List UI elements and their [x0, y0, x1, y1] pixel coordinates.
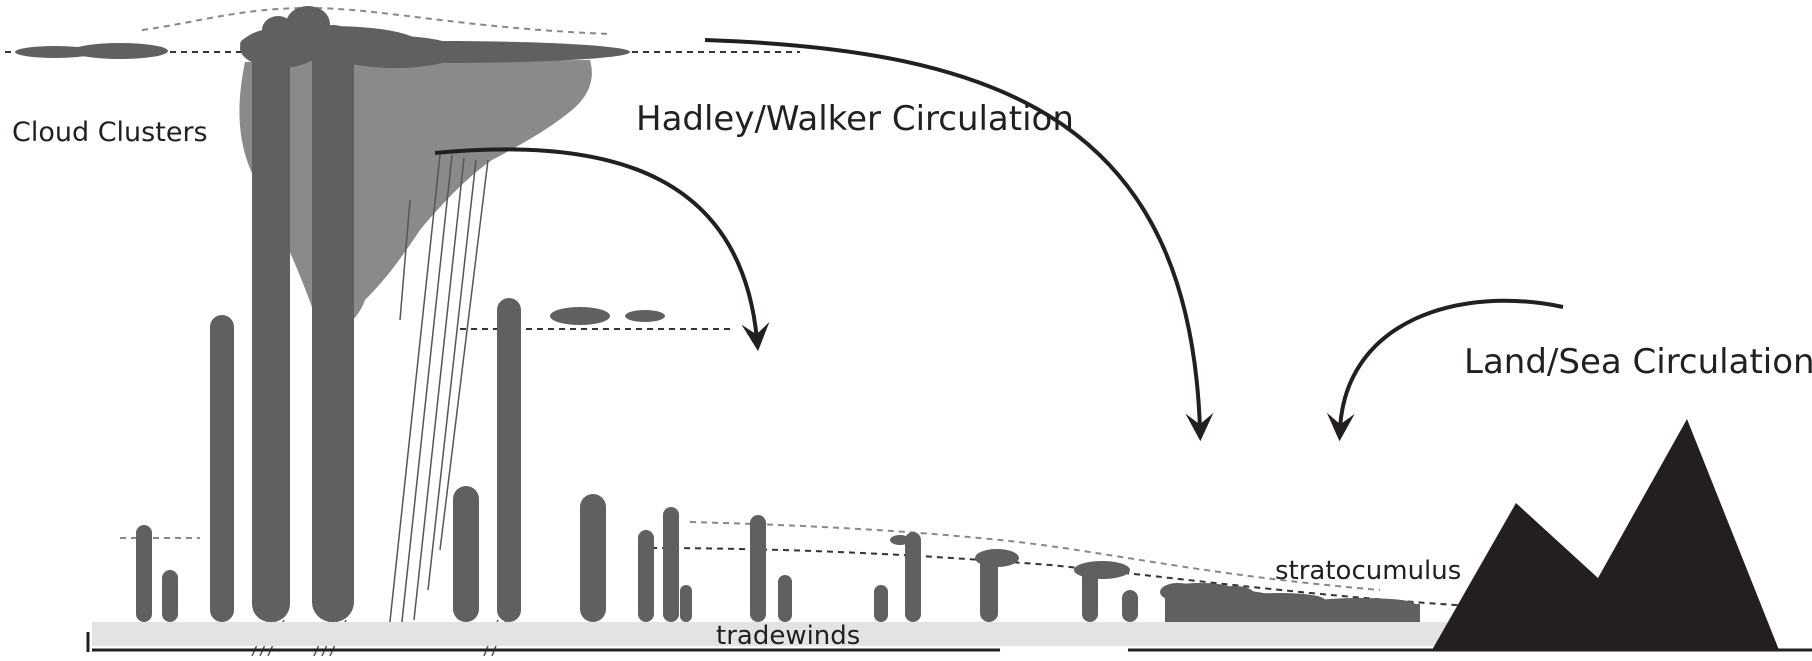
- ocean-surface-band: [92, 622, 1522, 646]
- rain-streaks: [251, 154, 507, 657]
- anvil-top-dashed-line: [141, 6, 611, 35]
- hadley-walker-label: Hadley/Walker Circulation: [636, 99, 1074, 139]
- inversion-top-dashed-line: [689, 521, 1381, 591]
- convective-downdraft-arrow: [434, 147, 770, 352]
- trade-inversion-dashed-line: [639, 547, 1471, 607]
- tradewinds-label: tradewinds: [716, 621, 861, 651]
- cloud-clusters-label: Cloud Clusters: [12, 117, 208, 148]
- mountains: [1432, 419, 1779, 650]
- cumulus-towers: [136, 298, 1138, 622]
- stratocumulus-label: stratocumulus: [1275, 556, 1462, 586]
- hadley-walker-arrow: [704, 38, 1214, 442]
- deep-convective-towers: [252, 6, 354, 622]
- land-sea-arrow: [1326, 298, 1564, 442]
- land-sea-label: Land/Sea Circulation: [1464, 342, 1812, 382]
- cloud-cluster-anvil: [239, 26, 630, 332]
- stratocumulus-deck: [1162, 583, 1420, 622]
